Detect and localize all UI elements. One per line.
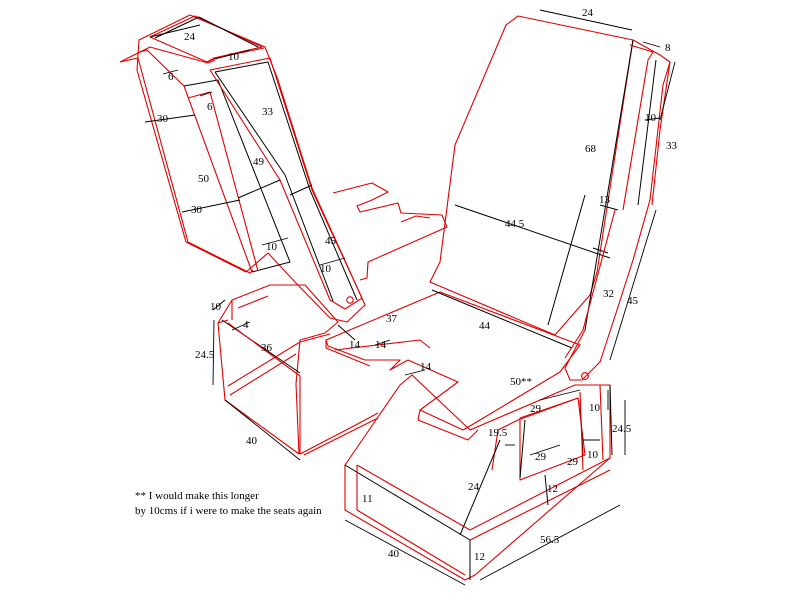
label-right-base-11: 11 bbox=[362, 493, 373, 505]
footnote: ** I would make this longer by 10cms if … bbox=[135, 489, 322, 519]
label-right-base-12a: 12 bbox=[547, 483, 558, 495]
label-right-base-10b: 10 bbox=[587, 449, 599, 461]
right-base-box bbox=[344, 374, 613, 581]
label-right-base-29c: 29 bbox=[567, 456, 579, 468]
left-base-box bbox=[217, 284, 379, 456]
label-left-back-top-width: 24 bbox=[184, 31, 196, 43]
label-left-back-30b: 30 bbox=[191, 204, 203, 216]
label-right-base-40: 40 bbox=[388, 548, 400, 560]
centre-joint bbox=[332, 182, 448, 281]
label-left-base-4: 4 bbox=[243, 319, 249, 331]
label-right-back-45: 45 bbox=[627, 295, 639, 307]
footnote-line-2: by 10cms if i were to make the seats aga… bbox=[135, 505, 322, 517]
label-right-base-56-5: 56.5 bbox=[540, 534, 560, 546]
right-seat-back bbox=[429, 15, 671, 381]
left-seat-back bbox=[119, 14, 366, 323]
label-right-back-13: 13 bbox=[599, 194, 611, 206]
label-left-back-face-height: 33 bbox=[262, 106, 274, 118]
label-center-14a: 14 bbox=[349, 339, 361, 351]
label-seat-50: 50** bbox=[510, 376, 532, 388]
label-right-base-19-5: 19.5 bbox=[488, 427, 508, 439]
label-left-back-49: 49 bbox=[253, 156, 265, 168]
label-right-back-44-5: 44.5 bbox=[505, 218, 525, 230]
label-right-base-24-5: 24.5 bbox=[612, 423, 632, 435]
label-right-back-68: 68 bbox=[585, 143, 597, 155]
label-right-back-8: 8 bbox=[665, 42, 671, 54]
label-left-back-bolster-top: 10 bbox=[228, 51, 240, 63]
label-left-back-10-bottom: 10 bbox=[266, 241, 278, 253]
label-right-base-29b: 29 bbox=[535, 451, 547, 463]
dimension-labels: 24 10 33 6 6 30 50 30 49 10 45 10 10 4 3… bbox=[157, 7, 678, 563]
label-left-back-6a: 6 bbox=[168, 71, 174, 83]
label-right-back-33: 33 bbox=[666, 140, 678, 152]
label-left-base-36: 36 bbox=[261, 342, 273, 354]
label-right-base-12b: 12 bbox=[474, 551, 485, 563]
label-right-back-top-width: 24 bbox=[582, 7, 594, 19]
seat-pan bbox=[325, 289, 581, 441]
label-left-back-6b: 6 bbox=[207, 101, 213, 113]
label-center-14b: 14 bbox=[375, 339, 387, 351]
label-left-back-50: 50 bbox=[198, 173, 210, 185]
label-center-44: 44 bbox=[479, 320, 491, 332]
label-center-37: 37 bbox=[386, 313, 398, 325]
footnote-line-1: ** I would make this longer bbox=[135, 490, 259, 502]
dimension-lines bbox=[144, 9, 676, 586]
label-left-base-10: 10 bbox=[210, 301, 222, 313]
label-right-base-24: 24 bbox=[468, 481, 480, 493]
label-left-back-10-post: 10 bbox=[320, 263, 332, 275]
label-right-base-29a: 29 bbox=[530, 403, 542, 415]
label-left-back-45: 45 bbox=[325, 235, 337, 247]
label-center-14c: 14 bbox=[420, 361, 432, 373]
label-right-base-10a: 10 bbox=[589, 402, 601, 414]
label-left-back-30a: 30 bbox=[157, 113, 169, 125]
label-left-base-24-5: 24.5 bbox=[195, 349, 215, 361]
label-left-base-40: 40 bbox=[246, 435, 258, 447]
label-right-back-10: 10 bbox=[645, 112, 657, 124]
label-right-back-32: 32 bbox=[603, 288, 614, 300]
